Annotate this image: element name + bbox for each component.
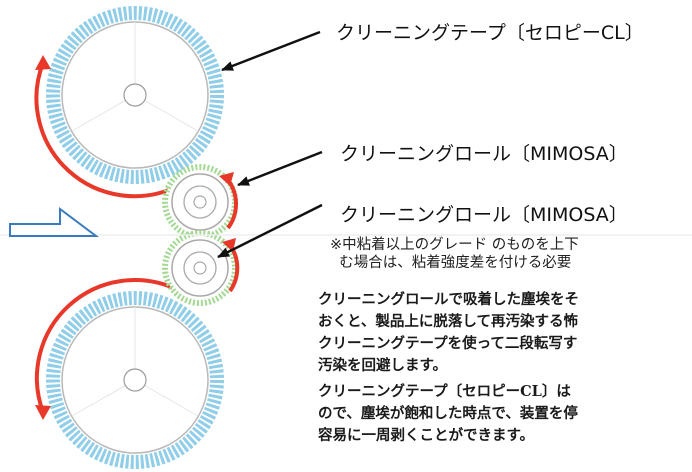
paragraph-line: クリーニングテープ〔セロピーCL〕は (318, 382, 571, 400)
upper-roll-pointer-arrow (237, 150, 323, 187)
lower-tape-rotation-arrowhead (35, 405, 51, 420)
upper-tape-roll (46, 6, 224, 184)
upper-tape-rotation-arrowhead (35, 55, 51, 70)
upper-tape-rotation-arrow (34, 62, 179, 199)
upper-roll-rotation-arrow (226, 178, 238, 230)
paragraph-line: 容易に一周剥くことができます。 (317, 426, 534, 444)
lower-tape-roll-hub (123, 368, 147, 392)
description-paragraph: クリーニングロールで吸着した塵埃をそ おくと、製品上に脱落して再汚染する怖 クリ… (317, 290, 579, 444)
upper-roll-label: クリーニングロール〔MIMOSA〕 (340, 143, 628, 165)
lower-tape-rotation-arrow (34, 278, 179, 413)
paragraph-line: クリーニングロールで吸着した塵埃をそ (318, 290, 579, 308)
paragraph-line: ので、塵埃が飽和した時点で、装置を停 (318, 404, 578, 422)
note-line: む場合は、粘着強度差を付ける必要 (330, 254, 571, 271)
feed-direction-arrow (9, 207, 99, 237)
paragraph-line: おくと、製品上に脱落して再汚染する怖 (318, 312, 578, 330)
paragraph-line: 汚染を回避します。 (318, 356, 447, 374)
paragraph-line: クリーニングテープを使って二段転写す (318, 334, 577, 352)
tape-pointer-arrow (221, 30, 321, 72)
upper-tape-roll-hub (123, 83, 147, 107)
lower-tape-roll (46, 291, 224, 469)
upper-roll-rotation-arrowhead (219, 172, 234, 186)
lower-roll-label: クリーニングロール〔MIMOSA〕 (340, 204, 628, 226)
tape-label: クリーニングテープ〔セロピーCL〕 (336, 22, 644, 44)
lower-roll-pointer-arrow (217, 203, 323, 259)
note-line: ※中粘着以上のグレード のものを上下 (330, 236, 579, 253)
